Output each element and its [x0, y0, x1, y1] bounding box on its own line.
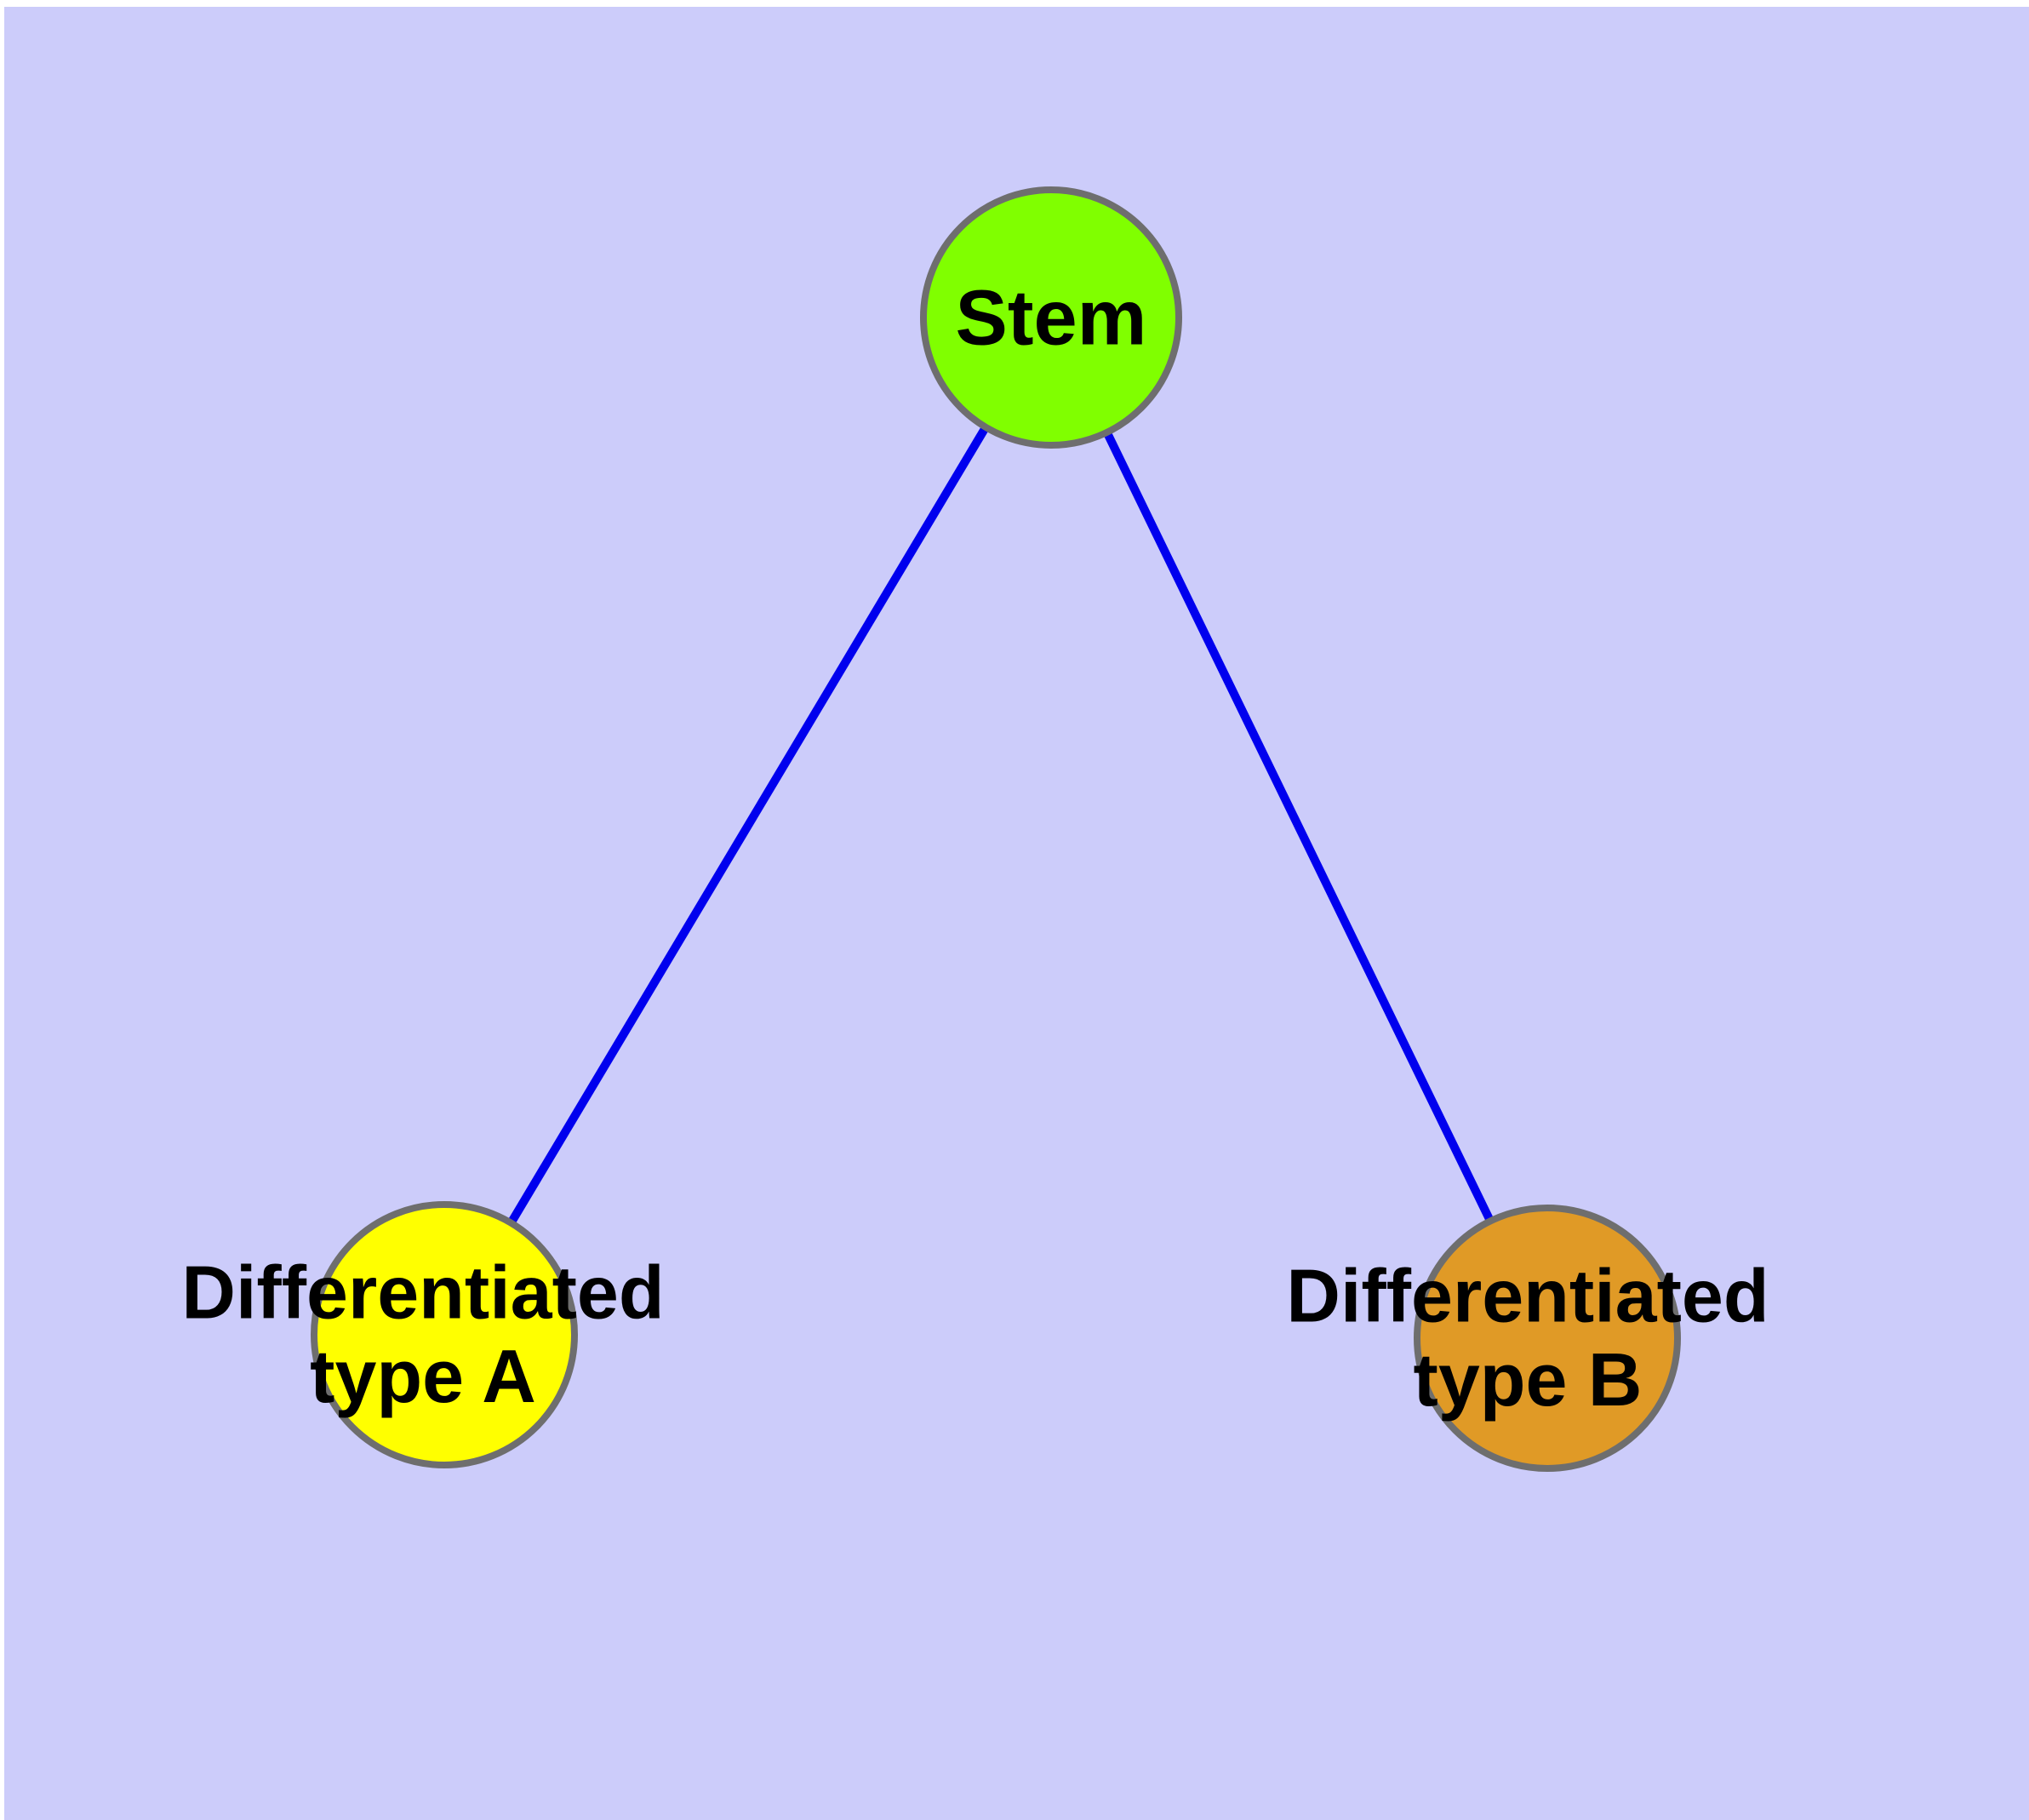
node-layer: [311, 186, 1681, 1472]
node-differentiated-type-b-circle[interactable]: [1414, 1205, 1681, 1472]
label-line: Stem: [956, 274, 1147, 361]
edge-stem-to-differentiated-type-a[interactable]: [506, 421, 992, 1228]
label-line: Differentiated: [181, 1251, 664, 1335]
node-differentiated-type-b[interactable]: [1414, 1205, 1681, 1472]
node-stem[interactable]: [920, 186, 1182, 449]
label-line: type A: [310, 1334, 536, 1418]
edge-layer: [506, 421, 1496, 1228]
node-stem-circle[interactable]: [920, 186, 1182, 449]
node-stem-label: Stem: [956, 274, 1147, 361]
edge-stem-to-differentiated-type-b[interactable]: [1101, 427, 1496, 1227]
node-differentiated-type-a[interactable]: [311, 1201, 578, 1468]
label-line: Differentiated: [1286, 1254, 1769, 1338]
label-line: type B: [1414, 1337, 1643, 1422]
node-differentiated-type-a-circle[interactable]: [311, 1201, 578, 1468]
